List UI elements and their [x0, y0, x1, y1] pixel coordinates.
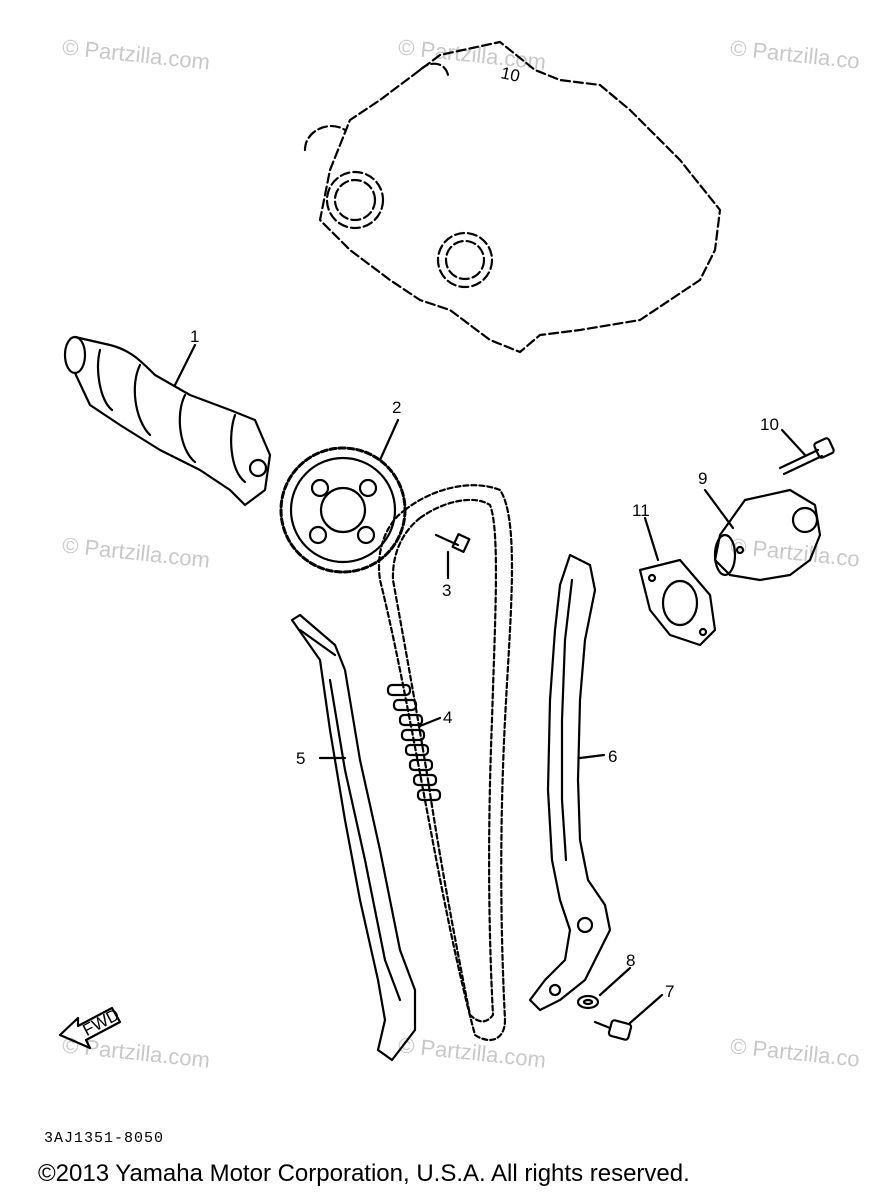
part-code: 3AJ1351-8050: [44, 1130, 165, 1147]
bolt-7: [593, 1019, 633, 1041]
cylinder-head-outline: [303, 40, 722, 354]
fwd-arrow-icon: [58, 1006, 122, 1050]
callout-5: 5: [296, 749, 305, 768]
camshaft: [63, 335, 272, 507]
leader-line: [780, 428, 807, 457]
leader-line: [628, 993, 664, 1025]
tensioner-guide-6: [528, 553, 612, 1012]
callout-3: 3: [442, 581, 451, 600]
sprocket-bolt: [434, 533, 471, 553]
callout-10: 10: [760, 415, 779, 434]
leader-line: [643, 516, 660, 562]
callout-1: 1: [190, 327, 199, 346]
chain-guide-5: [290, 613, 417, 1062]
callout-2: 2: [392, 398, 401, 417]
cover-mark-label: 10: [499, 63, 521, 86]
leader-line: [703, 488, 735, 530]
tensioner-bolt-10: [778, 437, 835, 476]
fwd-label: FWD: [80, 1005, 123, 1040]
callout-6: 6: [608, 747, 617, 766]
chain-links-detail: [386, 683, 442, 802]
leader-line: [598, 966, 632, 997]
tensioner-assembly-9: [713, 488, 822, 582]
copyright-notice: ©2013 Yamaha Motor Corporation, U.S.A. A…: [38, 1160, 690, 1187]
leader-line: [418, 716, 442, 728]
cam-sprocket: [279, 446, 407, 574]
washer-8: [576, 994, 600, 1010]
leader-line: [173, 343, 197, 387]
cam-chain: [377, 484, 514, 1042]
callout-9: 9: [698, 469, 707, 488]
callout-11: 11: [632, 501, 650, 520]
gasket-11: [638, 558, 717, 647]
callout-8: 8: [626, 951, 635, 970]
callout-7: 7: [665, 982, 674, 1001]
callout-4: 4: [443, 708, 452, 727]
leader-line: [378, 418, 400, 462]
leader-line: [578, 753, 606, 760]
